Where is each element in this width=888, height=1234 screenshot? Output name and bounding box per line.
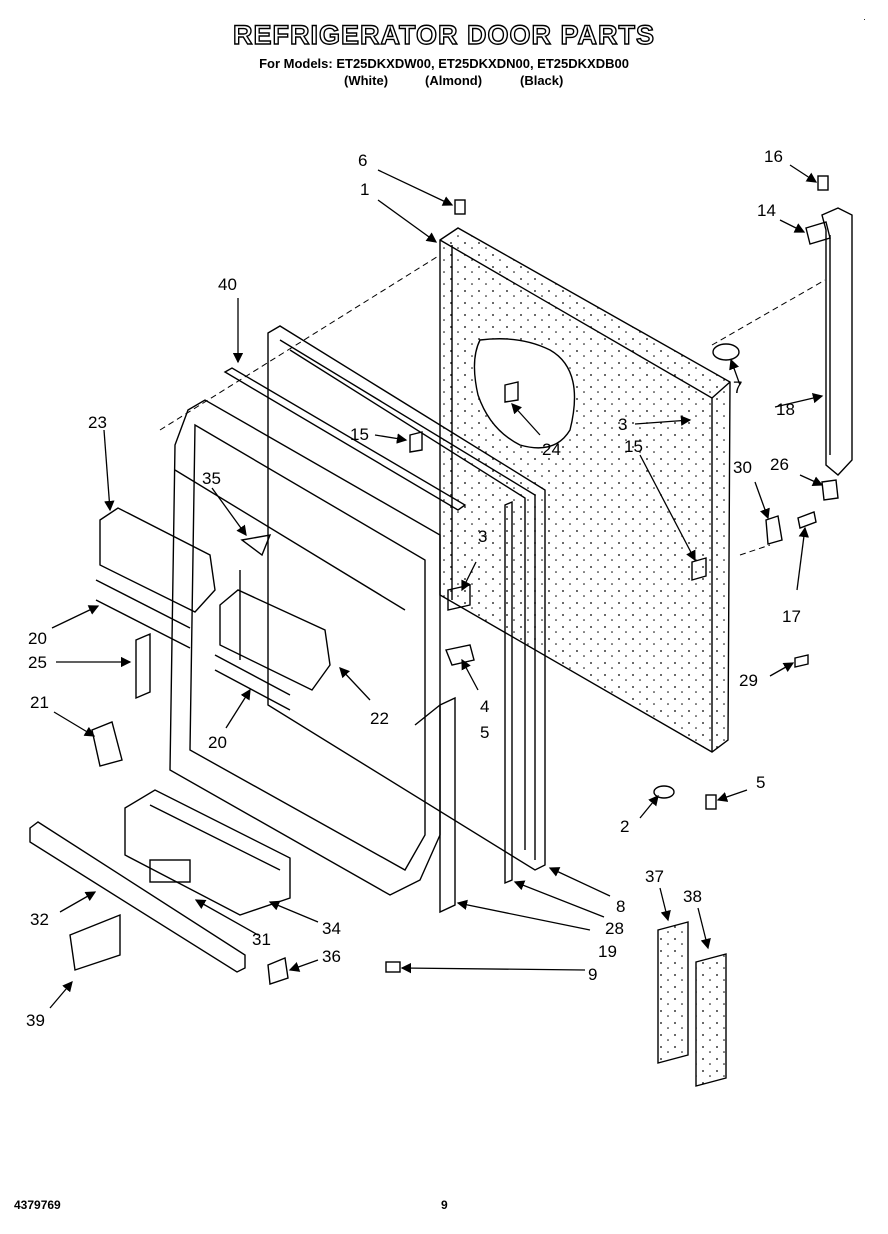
callout-24: 24 — [542, 440, 561, 459]
page-number: 9 — [441, 1198, 448, 1212]
breaker-strip — [504, 500, 513, 885]
callout-20a: 20 — [28, 629, 47, 648]
callout-1: 1 — [360, 180, 369, 199]
callout-36: 36 — [322, 947, 341, 966]
callout-21: 21 — [30, 693, 49, 712]
callout-25: 25 — [28, 653, 47, 672]
callout-17: 17 — [782, 607, 801, 626]
bottom-shelf — [29, 821, 246, 973]
screw-9 — [385, 961, 401, 973]
callout-3b: 3 — [478, 527, 487, 546]
callout-8: 8 — [616, 897, 625, 916]
callout-5b: 5 — [756, 773, 765, 792]
clip-36 — [267, 957, 289, 985]
shelf-40 — [223, 367, 467, 511]
callout-18: 18 — [776, 400, 795, 419]
clip-21 — [91, 721, 123, 767]
color-almond: (Almond) — [425, 73, 483, 88]
callout-16: 16 — [764, 147, 783, 166]
part-24 — [504, 381, 519, 403]
side-strip — [439, 696, 456, 914]
screw-6 — [454, 199, 466, 215]
door-bin-22 — [214, 589, 331, 711]
callout-26: 26 — [770, 455, 789, 474]
callout-40: 40 — [218, 275, 237, 294]
document-number: 4379769 — [14, 1198, 61, 1212]
clip-25 — [135, 632, 151, 700]
part-17 — [797, 511, 817, 529]
bottom-basket — [124, 789, 291, 916]
callout-30: 30 — [733, 458, 752, 477]
part-4 — [445, 644, 475, 666]
door-bin-23 — [95, 507, 216, 649]
page-title: REFRIGERATOR DOOR PARTS — [232, 19, 655, 50]
part-29 — [794, 654, 809, 668]
callout-20b: 20 — [208, 733, 227, 752]
callout-23: 23 — [88, 413, 107, 432]
callout-5a: 5 — [480, 723, 489, 742]
callout-35: 35 — [202, 469, 221, 488]
part-35 — [240, 534, 272, 557]
color-black: (Black) — [520, 73, 564, 88]
door-handle — [805, 207, 853, 476]
callout-2: 2 — [620, 817, 629, 836]
callout-28: 28 — [605, 919, 624, 938]
callout-15: 15 — [350, 425, 369, 444]
callout-3a: 3 — [618, 415, 627, 434]
outer-door-panel — [439, 227, 731, 753]
part-30 — [765, 515, 783, 545]
callout-37: 37 — [645, 867, 664, 886]
callout-14: 14 — [757, 201, 776, 220]
clip-39 — [69, 913, 121, 971]
callout-4: 4 — [480, 697, 489, 716]
callout-39: 39 — [26, 1011, 45, 1030]
callout-7: 7 — [733, 378, 742, 397]
door-gasket — [267, 325, 546, 871]
foam-block-37 — [657, 921, 689, 1064]
callout-34: 34 — [322, 919, 341, 938]
color-white: (White) — [344, 73, 389, 88]
inner-door-liner — [169, 399, 441, 896]
callout-19: 19 — [598, 942, 617, 961]
callout-32: 32 — [30, 910, 49, 929]
callout-6: 6 — [358, 151, 367, 170]
part-2 — [653, 785, 675, 799]
part-15 — [409, 431, 423, 453]
foam-block-38 — [695, 953, 727, 1087]
screw-5 — [705, 794, 717, 810]
callout-31: 31 — [252, 930, 271, 949]
screw-16 — [817, 175, 829, 191]
part-15b — [691, 557, 707, 581]
callout-9: 9 — [588, 965, 597, 984]
callout-38: 38 — [683, 887, 702, 906]
models-line: For Models: ET25DKXDW00, ET25DKXDN00, ET… — [259, 56, 629, 71]
part-26 — [821, 479, 839, 501]
callout-29: 29 — [739, 671, 758, 690]
corner-mark: · — [863, 14, 866, 24]
callout-15b: 15 — [624, 437, 643, 456]
part-7 — [712, 343, 740, 361]
callout-22: 22 — [370, 709, 389, 728]
